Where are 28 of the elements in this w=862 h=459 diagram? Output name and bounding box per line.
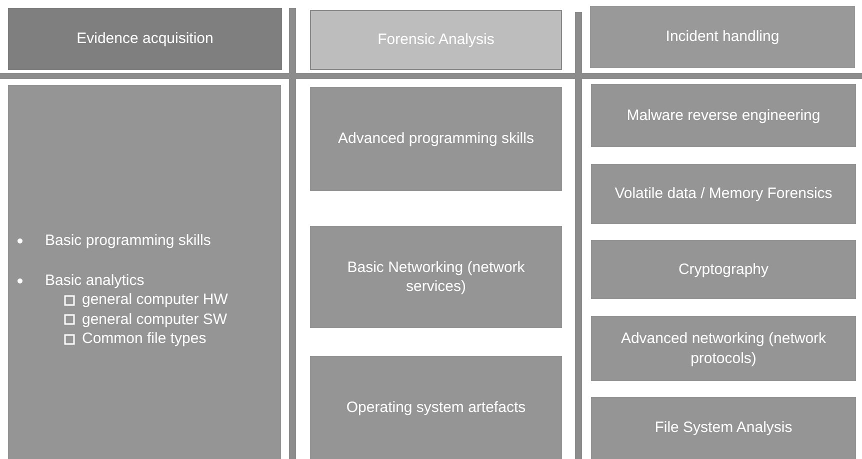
skill-box bbox=[591, 164, 856, 224]
skill-text: Basic Networking (network services) bbox=[346, 258, 526, 296]
skill-text: Advanced programming skills bbox=[338, 129, 534, 149]
skill-text: Operating system artefacts bbox=[346, 398, 526, 418]
skill-text: general computer SW bbox=[82, 310, 228, 330]
skill-text: general computer HW bbox=[82, 290, 228, 310]
skill-box bbox=[310, 226, 562, 328]
skill-text: Malware reverse engineering bbox=[626, 106, 820, 126]
skill-text: Cryptography bbox=[678, 260, 769, 280]
skill-list-box bbox=[8, 85, 281, 459]
column-header bbox=[8, 8, 282, 70]
skill-text: Advanced networking (network protocols) bbox=[620, 329, 828, 368]
column-header bbox=[590, 6, 855, 68]
skill-text: File System Analysis bbox=[654, 418, 792, 438]
skill-text: Incident handling bbox=[666, 27, 780, 47]
skill-text: Evidence acquisition bbox=[76, 29, 214, 49]
skill-text: Forensic Analysis bbox=[378, 30, 494, 50]
column-header bbox=[310, 10, 562, 70]
skill-box bbox=[310, 87, 562, 191]
skill-box bbox=[591, 84, 856, 147]
skill-box bbox=[310, 356, 562, 459]
skill-box bbox=[591, 316, 856, 381]
skill-box bbox=[591, 240, 856, 299]
skill-text: Basic programming skills bbox=[45, 231, 211, 251]
skill-text: Common file types bbox=[82, 329, 206, 349]
skill-text: Basic analytics bbox=[45, 270, 144, 290]
skill-box bbox=[591, 397, 856, 459]
skill-text: Volatile data / Memory Forensics bbox=[614, 184, 832, 204]
